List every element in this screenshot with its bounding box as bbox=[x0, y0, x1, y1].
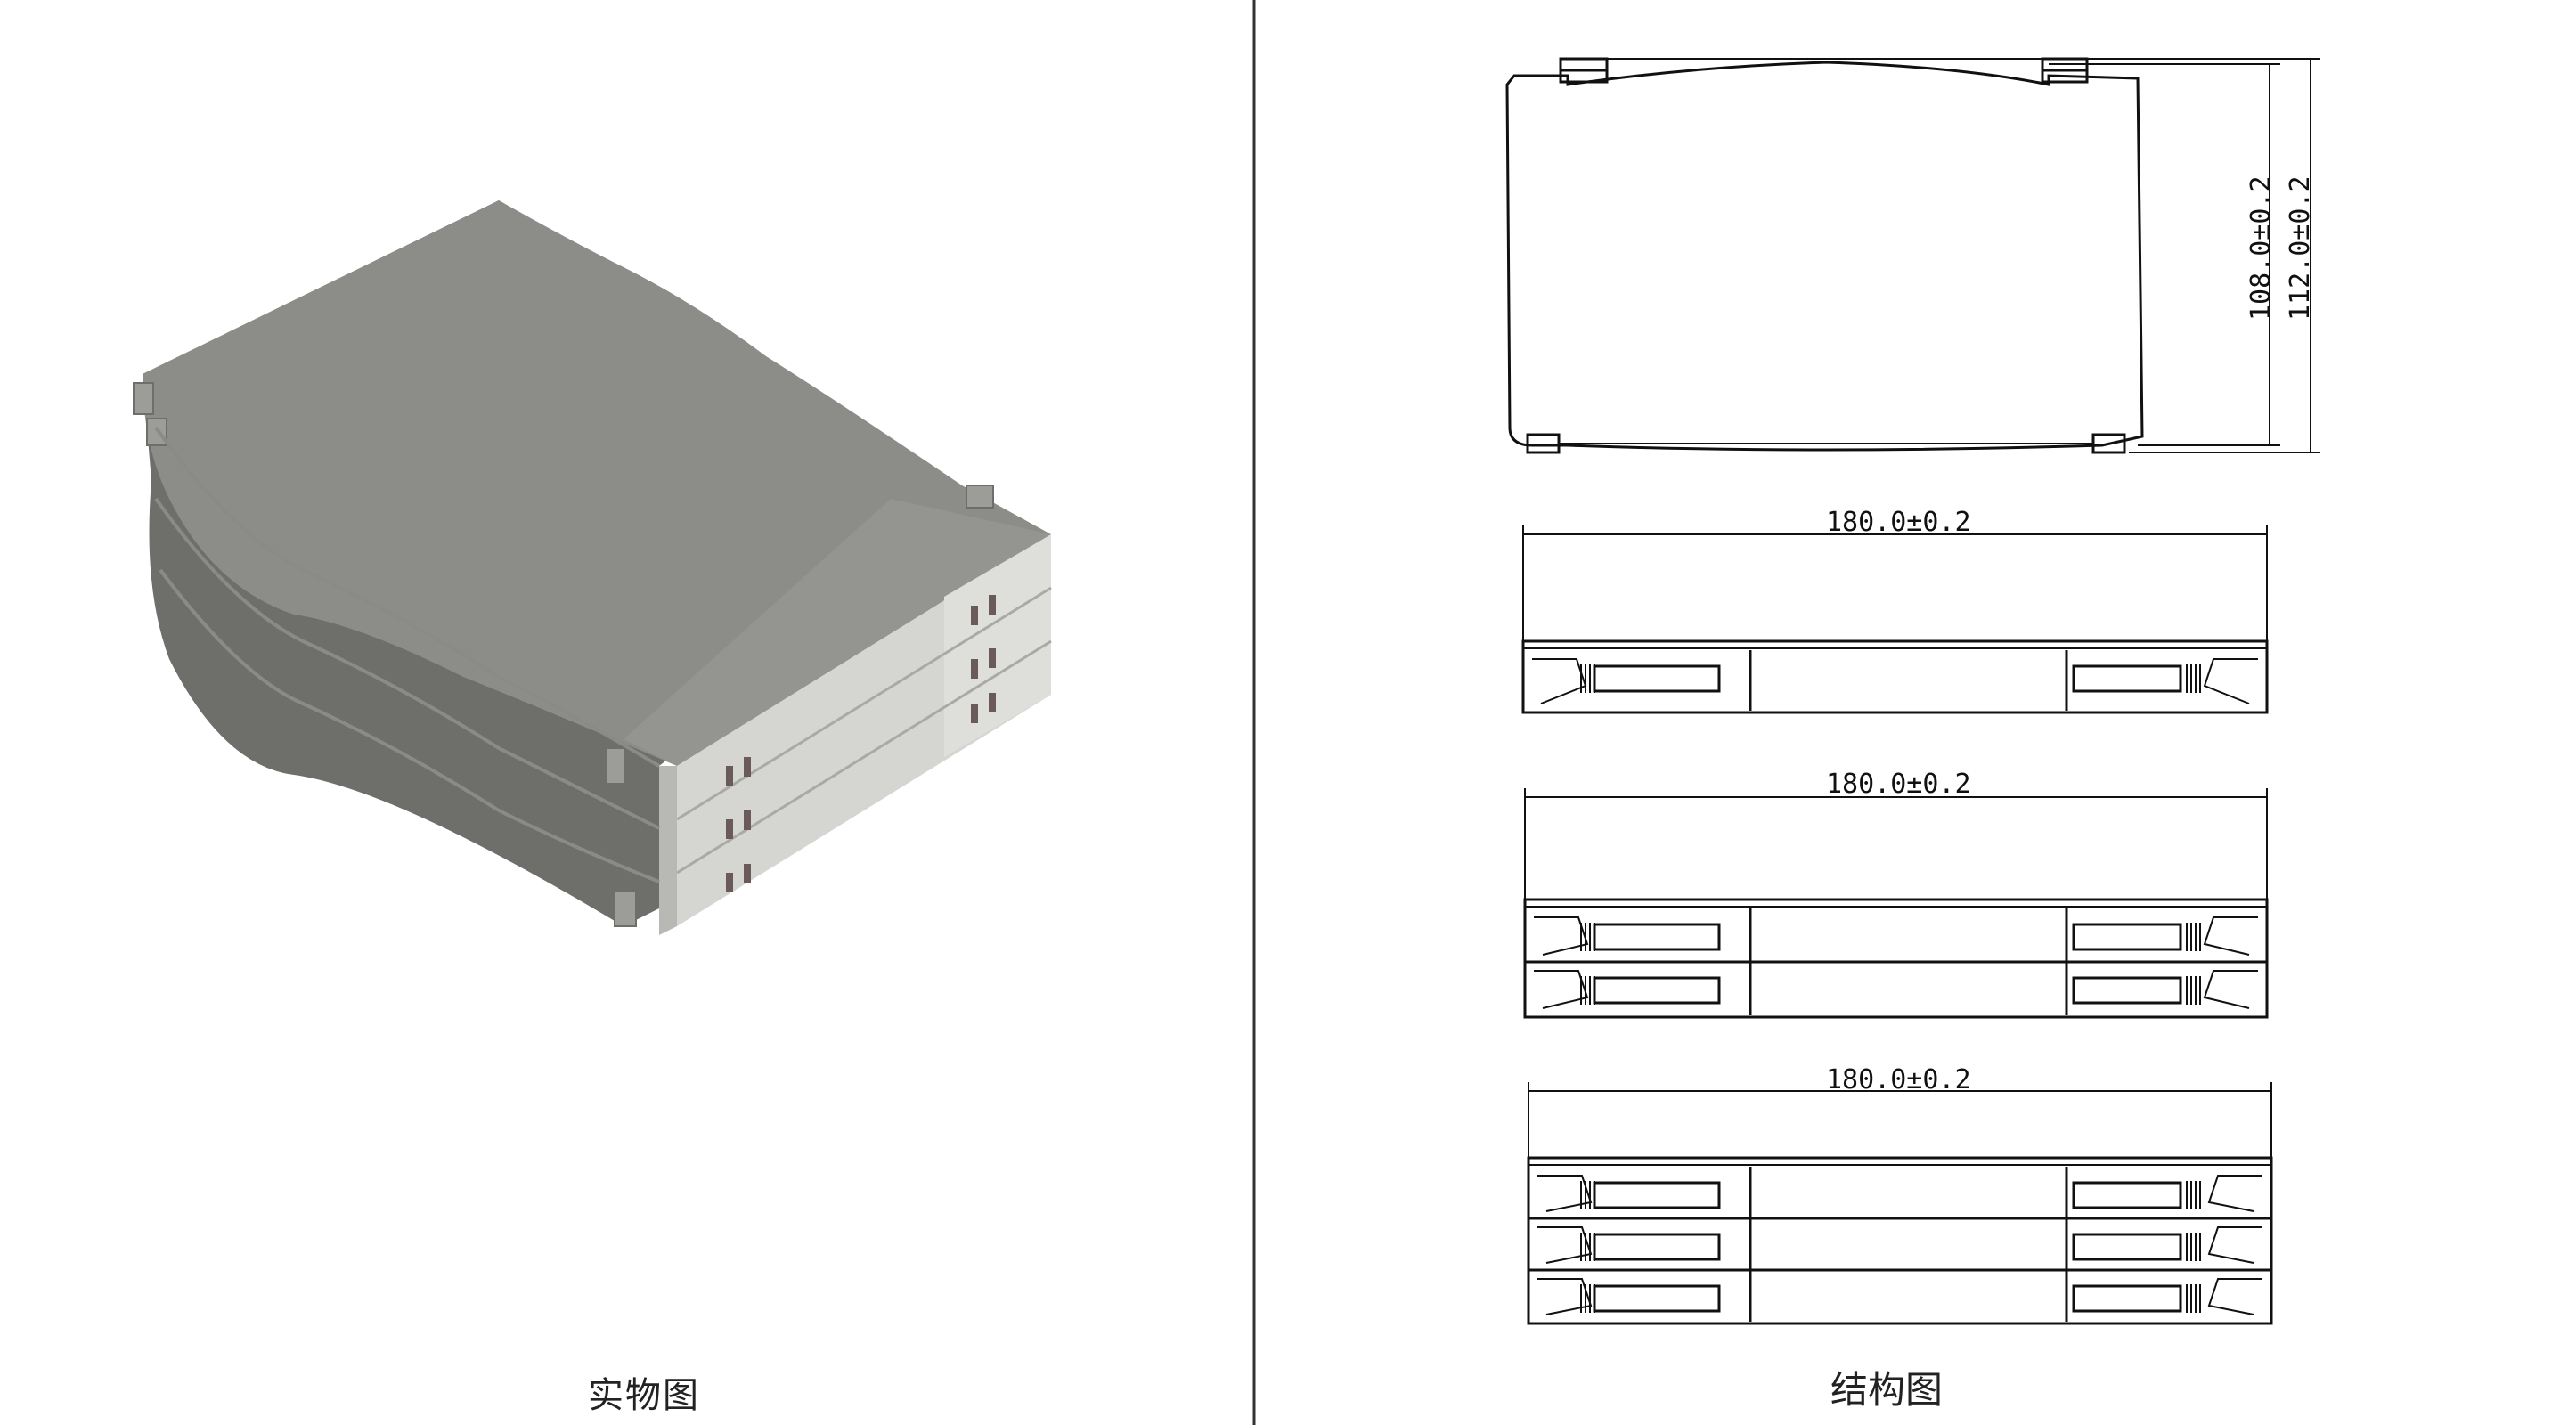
side-view-2: 180.0±0.2 bbox=[1523, 769, 2269, 1019]
right-caption: 结构图 bbox=[1830, 1368, 1943, 1412]
side-view-3: 180.0±0.2 bbox=[1527, 1064, 2273, 1325]
product-render bbox=[133, 200, 1052, 935]
outer-height-dimension-label: 112.0±0.2 bbox=[2285, 175, 2316, 321]
left-caption: 实物图 bbox=[588, 1375, 700, 1416]
side-view-1: 180.0±0.2 bbox=[1521, 507, 2269, 714]
top-view bbox=[1505, 57, 2320, 454]
height-dimension-label: 108.0±0.2 bbox=[2246, 175, 2277, 321]
width-dimension-label: 180.0±0.2 bbox=[1826, 769, 1971, 800]
width-dimension-label: 180.0±0.2 bbox=[1826, 1064, 1971, 1095]
width-dimension-label: 180.0±0.2 bbox=[1826, 507, 1971, 538]
